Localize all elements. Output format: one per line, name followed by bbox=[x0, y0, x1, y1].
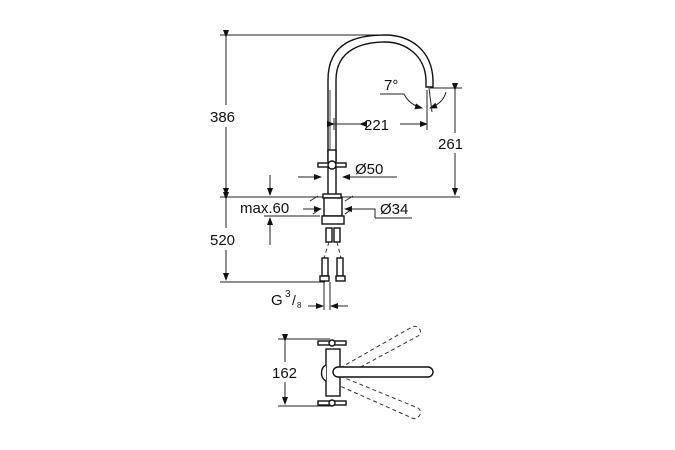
top-view bbox=[272, 325, 434, 420]
dim-connection-prefix: G bbox=[271, 292, 283, 309]
dim-spout-reach: 221 bbox=[364, 117, 389, 134]
dim-connection-num: 3 bbox=[285, 289, 291, 300]
dim-total-height: 386 bbox=[210, 109, 235, 126]
handle-cross bbox=[317, 149, 347, 199]
dim-top-view-width: 162 bbox=[272, 365, 297, 382]
height-dimension bbox=[210, 30, 244, 281]
faucet-spout bbox=[327, 34, 434, 161]
dim-spout-angle: 7° bbox=[384, 77, 398, 94]
dim-connection-den: 8 bbox=[297, 301, 302, 310]
mounting-deck bbox=[264, 195, 354, 225]
supply-hoses bbox=[319, 227, 346, 282]
dim-max-deck: max.60 bbox=[240, 200, 289, 217]
dim-spout-height: 261 bbox=[438, 136, 463, 153]
fraction-slash: / bbox=[292, 292, 296, 308]
dim-hole-diameter: Ø34 bbox=[380, 201, 408, 218]
dim-below-deck: 520 bbox=[210, 232, 235, 249]
dim-base-diameter: Ø50 bbox=[355, 161, 383, 178]
